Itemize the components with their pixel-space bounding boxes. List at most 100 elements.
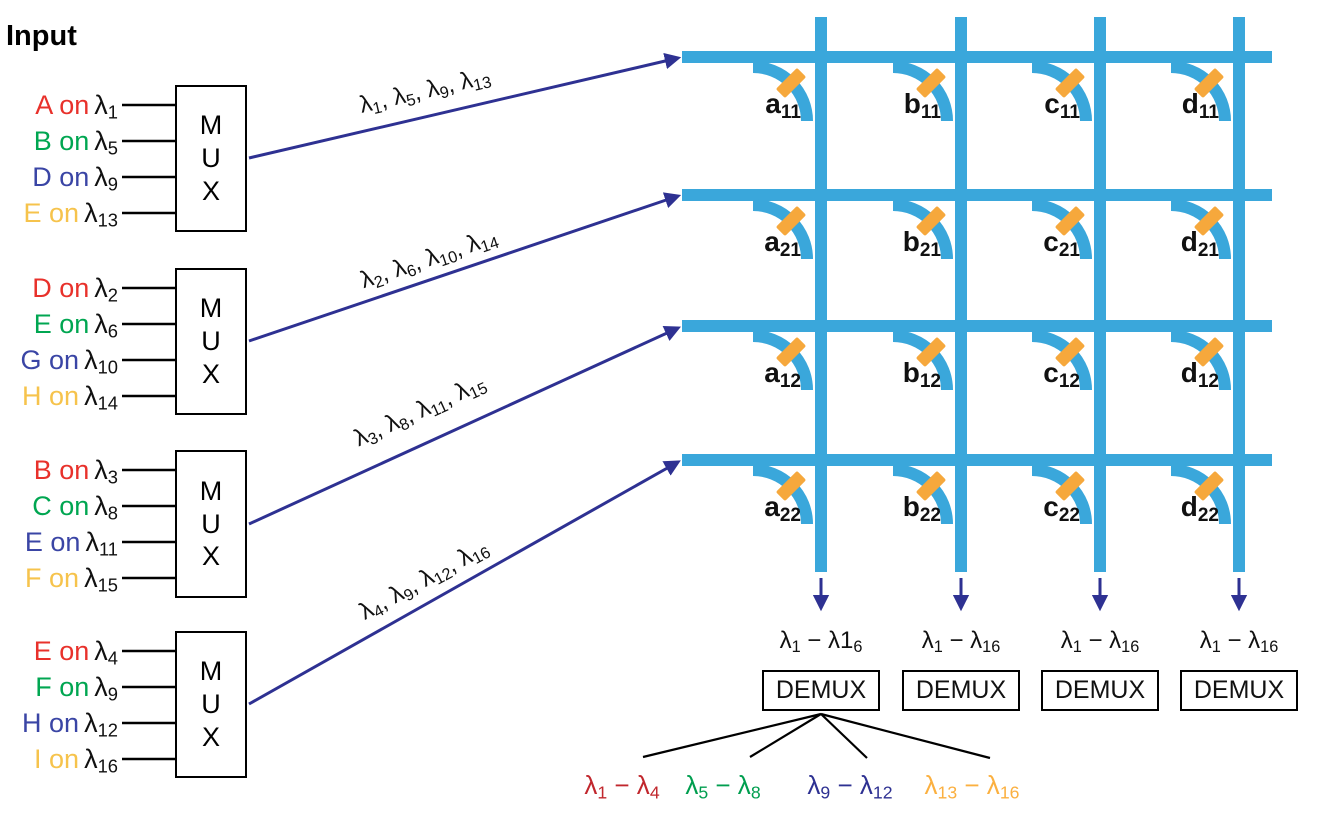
demux-box: DEMUX <box>1041 670 1159 711</box>
fanout-label: λ9 − λ12 <box>807 770 893 803</box>
input-signal: E on <box>23 198 80 228</box>
fanout-label: λ13 − λ16 <box>924 770 1020 803</box>
input-wavelength: λ2 <box>94 273 118 306</box>
input-signal: E on <box>33 636 90 666</box>
coupler-ticks <box>776 68 1224 501</box>
mux-label: MUX <box>199 293 223 389</box>
mux-label: MUX <box>199 656 223 752</box>
demux-label: DEMUX <box>1054 676 1146 704</box>
input-wavelength: λ15 <box>84 563 118 596</box>
node-label: c21 <box>1043 226 1080 261</box>
input-wavelength: λ9 <box>94 672 118 705</box>
coupler-tick-icon <box>1055 206 1085 236</box>
coupler-tick-icon <box>776 471 806 501</box>
mux-box: MUX <box>175 85 247 232</box>
node-label: d11 <box>1181 88 1219 123</box>
demux-label: DEMUX <box>1193 676 1285 704</box>
page-title: Input <box>6 20 77 52</box>
fanout-label: λ1 − λ4 <box>584 770 660 803</box>
demux-box: DEMUX <box>762 670 880 711</box>
coupler-tick-icon <box>1055 337 1085 367</box>
coupler-tick-icon <box>1194 471 1224 501</box>
coupler-tick-icon <box>916 68 946 98</box>
input-wavelength: λ5 <box>94 126 118 159</box>
input-signal: H on <box>22 708 80 738</box>
input-wavelength: λ10 <box>84 345 118 378</box>
node-label: a11 <box>765 88 801 123</box>
mux-arrow <box>248 192 682 343</box>
column-output-label: λ1 − λ16 <box>921 627 1001 657</box>
input-wavelength: λ6 <box>94 309 118 342</box>
mux-arrow <box>248 325 682 526</box>
mux-box: MUX <box>175 631 247 778</box>
input-signal: B on <box>33 455 90 485</box>
coupler-tick-icon <box>916 471 946 501</box>
node-label: a22 <box>764 491 801 526</box>
node-label: c12 <box>1043 357 1080 392</box>
fanout-line <box>820 712 991 760</box>
node-label: c11 <box>1044 88 1080 123</box>
node-label: b21 <box>902 226 941 261</box>
column-output-label: λ1 − λ16 <box>1060 627 1140 657</box>
demux-fanout <box>642 712 991 760</box>
mux-arrow <box>248 460 681 706</box>
input-signal: H on <box>22 381 80 411</box>
node-label: a21 <box>764 226 801 261</box>
crossbar-grid <box>682 17 1272 572</box>
input-wavelength: λ11 <box>85 527 118 560</box>
node-label: b12 <box>902 357 941 392</box>
input-wavelength: λ8 <box>94 491 118 524</box>
mux-label: MUX <box>199 110 223 206</box>
input-signal: E on <box>24 527 81 557</box>
fanout-line <box>749 713 822 758</box>
coupler-tick-icon <box>1194 68 1224 98</box>
node-label: d21 <box>1180 226 1219 261</box>
fanout-line <box>642 712 822 759</box>
input-wavelength: λ12 <box>84 708 118 741</box>
node-label: b22 <box>902 491 941 526</box>
node-label: d22 <box>1180 491 1219 526</box>
mux-box: MUX <box>175 268 247 415</box>
coupler-tick-icon <box>776 337 806 367</box>
input-signal: I on <box>34 744 80 774</box>
output-arrows <box>812 578 1248 612</box>
coupler-tick-icon <box>1194 206 1224 236</box>
coupler-tick-icon <box>1055 471 1085 501</box>
input-signal: G on <box>20 345 80 375</box>
input-signal: F on <box>25 563 80 593</box>
coupler-tick-icon <box>776 68 806 98</box>
input-wavelength: λ3 <box>94 455 118 488</box>
demux-box: DEMUX <box>1180 670 1298 711</box>
node-label: c22 <box>1043 491 1080 526</box>
input-wavelength: λ13 <box>84 198 118 231</box>
input-wavelength: λ16 <box>84 744 118 777</box>
input-signal: C on <box>32 491 90 521</box>
node-label: d12 <box>1180 357 1219 392</box>
input-wavelength: λ4 <box>94 636 118 669</box>
demux-label: DEMUX <box>915 676 1007 704</box>
coupler-tick-icon <box>1194 337 1224 367</box>
input-signal: E on <box>33 309 90 339</box>
node-label: b11 <box>903 88 941 123</box>
input-wavelength: λ9 <box>94 162 118 195</box>
input-signal: D on <box>32 273 90 303</box>
column-output-label: λ1 − λ16 <box>779 627 863 657</box>
input-signal: A on <box>35 90 90 120</box>
node-label: a12 <box>764 357 801 392</box>
mux-box: MUX <box>175 450 247 598</box>
